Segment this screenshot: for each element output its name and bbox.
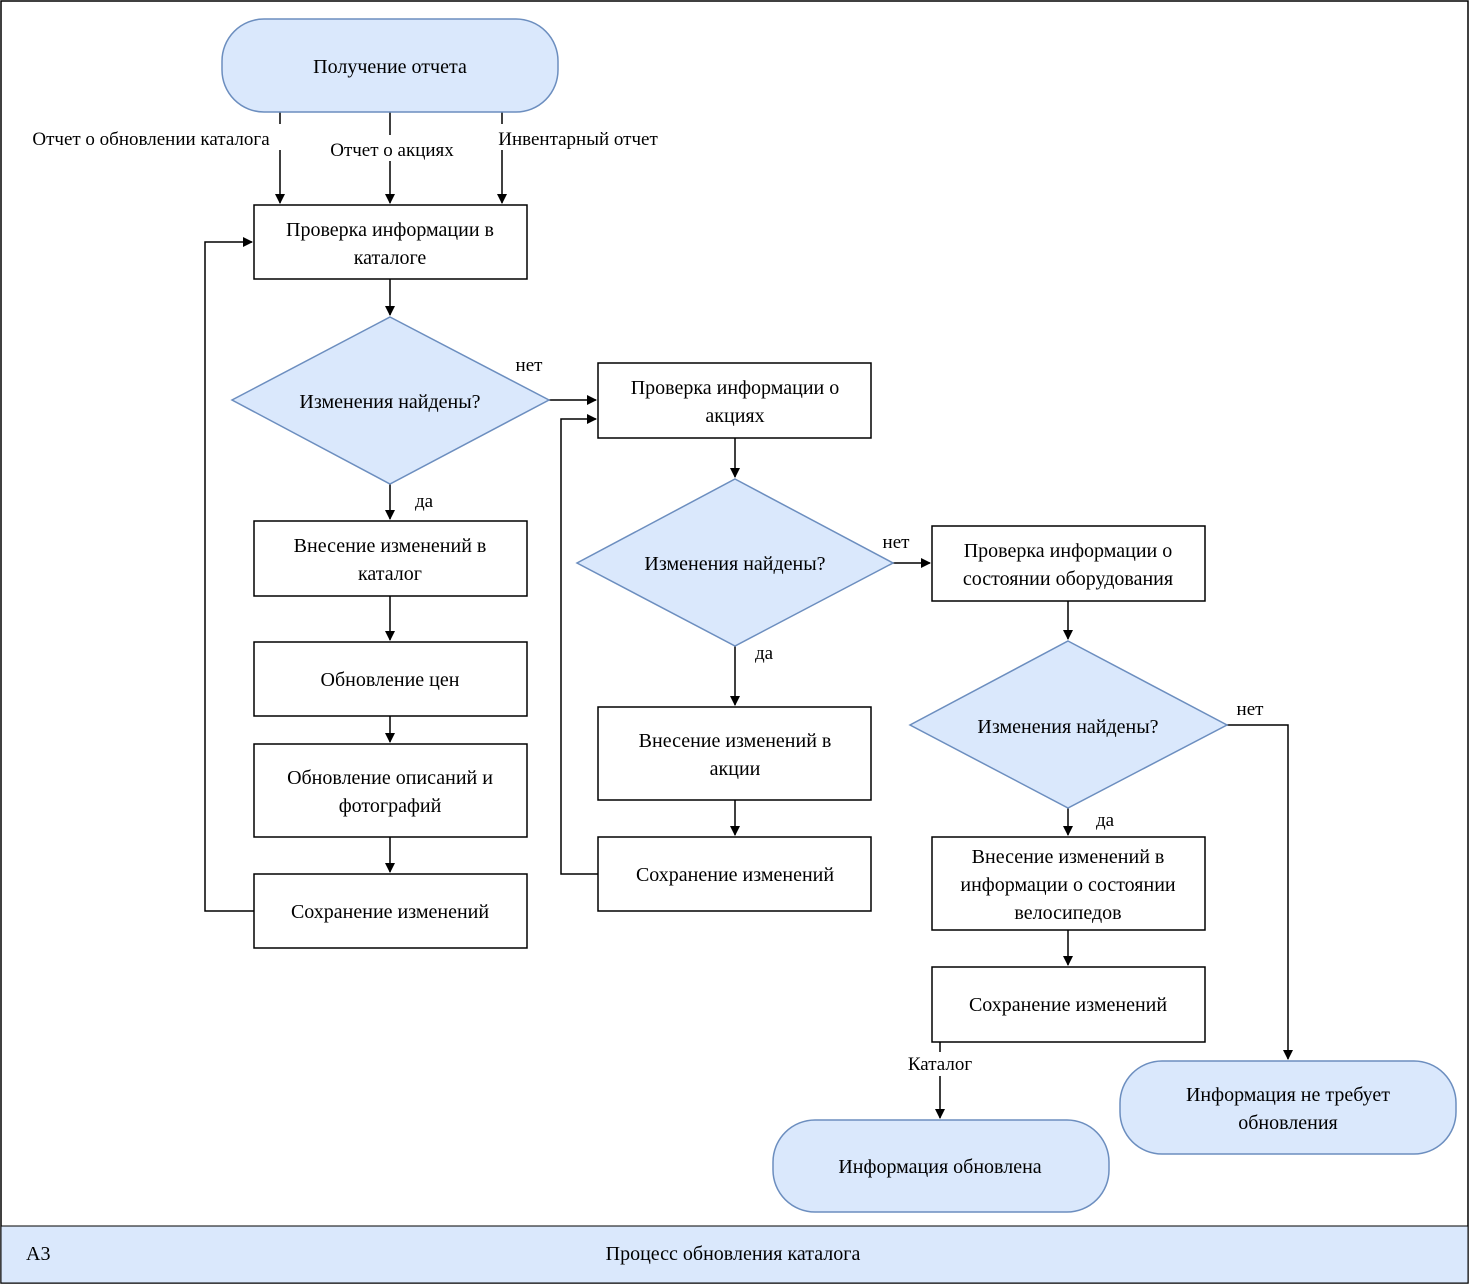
save-2-box	[597, 836, 872, 912]
check-catalog-text: Проверка информации в каталоге	[286, 219, 494, 269]
footer-title: Процесс обновления каталога	[606, 1243, 861, 1265]
label-report-inventory: Инвентарный отчет	[498, 129, 658, 150]
label-yes-2: да	[755, 643, 774, 664]
check-equipment-text: Проверка информации о состоянии оборудова…	[963, 540, 1173, 590]
save-3-text: Сохранение изменений	[969, 994, 1167, 1016]
start-text: Получение отчета	[313, 56, 467, 78]
check-promo-text: Проверка информации о акциях	[631, 377, 840, 427]
decision-3-text: Изменения найдены?	[977, 716, 1158, 738]
label-bg	[484, 124, 674, 150]
footer-bar: А3 Процесс обновления каталога	[0, 1225, 1469, 1284]
edge-save-2-loop	[560, 414, 598, 875]
end-updated-text: Информация обновлена	[838, 1156, 1041, 1178]
node-text-line: каталог	[358, 563, 422, 585]
update-prices-box	[253, 641, 528, 717]
change-bikes-text: Внесение изменений в информации о состоян…	[960, 846, 1176, 924]
end-no-update-terminal	[1119, 1060, 1457, 1155]
node-labels: Получение отчета Проверка информации в ка…	[286, 56, 1390, 1178]
node-text-line: Сохранение изменений	[636, 864, 834, 886]
node-text-line: Обновление цен	[321, 669, 460, 691]
label-no-2: нет	[883, 532, 911, 553]
update-prices-text: Обновление цен	[321, 669, 460, 691]
node-text-line: Проверка информации о	[964, 540, 1173, 562]
edge-decision-3-no	[1227, 724, 1293, 1060]
label-catalog: Каталог	[908, 1054, 972, 1075]
node-text-line: Информация обновлена	[838, 1156, 1041, 1178]
node-text-line: Внесение изменений в	[639, 730, 832, 752]
label-yes-3: да	[1096, 810, 1115, 831]
end-updated-terminal	[772, 1119, 1110, 1213]
decision-1-diamond	[230, 316, 551, 485]
check-promo-box	[597, 362, 872, 439]
node-text-line: каталоге	[354, 247, 427, 269]
node-text-line: Внесение изменений в	[294, 535, 487, 557]
edges	[204, 112, 1293, 1119]
end-no-update-text: Информация не требует обновления	[1186, 1084, 1390, 1134]
label-bg	[318, 135, 468, 161]
change-promo-box	[597, 706, 872, 801]
save-1-text: Сохранение изменений	[291, 901, 489, 923]
label-no-3: нет	[1237, 699, 1265, 720]
update-desc-text: Обновление описаний и фотографий	[287, 767, 493, 817]
decision-2-text: Изменения найдены?	[644, 553, 825, 575]
label-yes-1: да	[415, 491, 434, 512]
footer-background	[0, 1225, 1469, 1284]
node-text-line: состоянии оборудования	[963, 568, 1173, 590]
decision-3-diamond	[908, 640, 1229, 809]
update-desc-box	[253, 743, 528, 838]
node-text-line: Обновление описаний и	[287, 767, 493, 789]
save-1-box	[253, 873, 528, 949]
decision-2-diamond	[575, 478, 895, 647]
node-text-line: акции	[710, 758, 761, 780]
label-no-1: нет	[516, 355, 544, 376]
node-text-line: акциях	[705, 405, 764, 427]
change-catalog-text: Внесение изменений в каталог	[294, 535, 487, 585]
node-text-line: Проверка информации в	[286, 219, 494, 241]
footer-code: А3	[26, 1243, 50, 1265]
label-report-promo: Отчет о акциях	[330, 140, 454, 161]
node-text-line: Проверка информации о	[631, 377, 840, 399]
node-text-line: Изменения найдены?	[977, 716, 1158, 738]
node-text-line: Информация не требует	[1186, 1084, 1390, 1106]
change-promo-text: Внесение изменений в акции	[639, 730, 832, 780]
start-terminal	[221, 18, 559, 113]
node-text-line: Сохранение изменений	[291, 901, 489, 923]
node-text-line: фотографий	[339, 795, 442, 817]
check-equipment-box	[931, 525, 1206, 602]
change-catalog-box	[253, 520, 528, 597]
node-text-line: Изменения найдены?	[299, 391, 480, 413]
nodes	[221, 18, 1457, 1213]
edge-save-1-loop	[204, 237, 254, 912]
node-text-line: информации о состоянии	[960, 874, 1176, 896]
check-catalog-box	[253, 204, 528, 280]
change-bikes-box	[931, 836, 1206, 931]
node-text-line: Внесение изменений в	[972, 846, 1165, 868]
node-text-line: велосипедов	[1014, 902, 1121, 924]
node-text-line: Сохранение изменений	[969, 994, 1167, 1016]
node-text-line: Изменения найдены?	[644, 553, 825, 575]
node-text-line: обновления	[1238, 1112, 1338, 1134]
decision-1-text: Изменения найдены?	[299, 391, 480, 413]
edge-labels: Отчет о обновлении каталога Отчет о акци…	[12, 124, 1264, 1076]
save-2-text: Сохранение изменений	[636, 864, 834, 886]
label-bg	[12, 124, 294, 150]
save-3-box	[931, 966, 1206, 1043]
node-text-line: Получение отчета	[313, 56, 467, 78]
label-report-catalog: Отчет о обновлении каталога	[32, 129, 270, 150]
label-bg	[900, 1052, 982, 1076]
